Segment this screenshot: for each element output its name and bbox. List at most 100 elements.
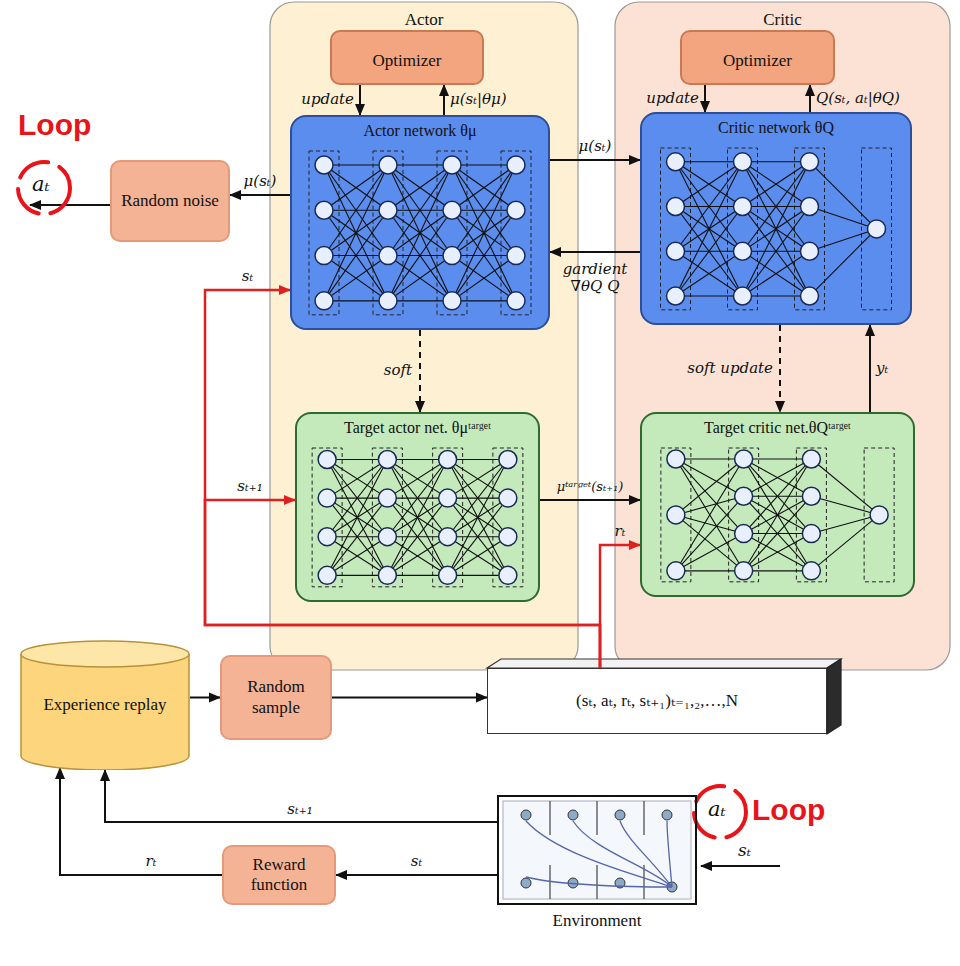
drawing-part (744, 570, 812, 571)
drawing-part (315, 247, 333, 265)
edge-label: μ(sₜ|θμ) (450, 91, 507, 108)
drawing-part (439, 528, 457, 546)
target-actor-network: Target actor net. θμᵗᵃʳᵍᵉᵗ (295, 412, 540, 602)
drawing-part (676, 459, 744, 515)
drawing-part (21, 654, 189, 770)
drawing-part (676, 459, 744, 534)
edge-label: μᵗᵃʳᵍᵉᵗ(sₜ₊₁) (557, 480, 624, 495)
drawing-part (439, 451, 457, 469)
drawing-part (801, 242, 819, 260)
edge-label: sₜ₊₁ (287, 801, 312, 818)
drawing-part (811, 459, 879, 515)
drawing-part (596, 801, 597, 835)
drawing-part (676, 162, 743, 296)
drawing-part (620, 821, 672, 887)
drawing-part (667, 153, 685, 171)
drawing-part (521, 878, 531, 888)
drawing-part (549, 801, 550, 835)
drawing-part (388, 165, 452, 210)
drawing-part (448, 537, 508, 576)
drawing-part (810, 229, 877, 251)
drawing-part (661, 448, 691, 582)
drawing-part (452, 256, 516, 301)
connector-arrow (540, 499, 640, 501)
drawing-part (801, 153, 819, 171)
batch-box: (sₜ, aₜ, rₜ, sₜ₊₁)ₜ₌₁,₂,…,N (487, 668, 827, 734)
drawing-part (744, 459, 812, 534)
drawing-part (30, 204, 110, 206)
drawing-part (499, 451, 517, 469)
drawing-part (801, 198, 819, 216)
drawing-part (667, 287, 685, 305)
drawing-part (734, 242, 752, 260)
drawing-part (676, 496, 744, 571)
connector-arrow (336, 874, 497, 876)
drawing-part (676, 515, 744, 571)
node-label: Actor network θμ (292, 117, 548, 140)
edge-label: μ(sₜ) (579, 138, 612, 155)
drawing-part (378, 567, 396, 585)
connector-arrow (190, 697, 220, 699)
drawing-part (315, 156, 333, 174)
drawing-part (744, 459, 812, 534)
drawing-part (318, 489, 336, 507)
edge-label: Q(sₜ, aₜ|θQ) (816, 90, 900, 107)
node-label: Critic network θQ (642, 114, 910, 137)
drawing-part (452, 165, 516, 210)
drawing-part (18, 162, 70, 214)
drawing-part (387, 460, 447, 576)
neural-net-picture (292, 148, 548, 318)
optimizer-box: Optimizer (680, 30, 835, 85)
loop-tag: Loop (752, 793, 825, 827)
edge-label: soft (384, 362, 412, 379)
drawing-part (387, 460, 447, 499)
drawing-part (676, 496, 744, 515)
connector-arrow (419, 330, 421, 412)
drawing-part (327, 537, 387, 576)
drawing-part (443, 247, 461, 265)
neural-net-picture (297, 445, 538, 590)
edge-label: rₜ (146, 853, 157, 870)
drawing-part (318, 567, 336, 585)
drawing-part (864, 448, 894, 582)
drawing-part (379, 292, 397, 310)
drawing-part (439, 489, 457, 507)
drawing-part (676, 251, 743, 296)
drawing-part (743, 207, 810, 297)
drawing-part (667, 506, 685, 524)
drawing-part (327, 460, 387, 576)
drawing-part (667, 450, 685, 468)
critic-network: Critic network θQ (640, 112, 912, 325)
node-label: Actor (270, 2, 578, 30)
drawing-part (743, 162, 810, 207)
drawing-part (744, 534, 812, 571)
node-label: Target actor net. θμᵗᵃʳᵍᵉᵗ (297, 414, 538, 437)
edge-label: soft update (687, 360, 773, 377)
drawing-part (452, 165, 516, 301)
drawing-part (379, 156, 397, 174)
drawing-part (743, 162, 810, 296)
drawing-part (499, 528, 517, 546)
drawing-part (388, 256, 452, 301)
drawing-part (437, 151, 467, 315)
drawing-part (452, 165, 516, 210)
panel-ground (270, 2, 578, 670)
drawing-part (676, 459, 744, 571)
drawing-part (802, 562, 820, 580)
drawing-part (615, 810, 625, 820)
drawing-part (734, 153, 752, 171)
drawing-part (439, 567, 457, 585)
drawing-part (568, 810, 578, 820)
drawing-part (662, 810, 672, 820)
drawing-part (521, 810, 677, 892)
drawing-part (744, 459, 812, 496)
environment-box: Environment (497, 795, 697, 905)
drawing-part (643, 801, 644, 835)
node-label: Random sample (228, 677, 324, 718)
drawing-part (443, 156, 461, 174)
replay-cylinder: Experience replay (20, 640, 190, 770)
drawing-part (811, 515, 879, 534)
signal-name: sₜ (738, 840, 751, 860)
drawing-part (743, 162, 810, 296)
drawing-part (378, 489, 396, 507)
